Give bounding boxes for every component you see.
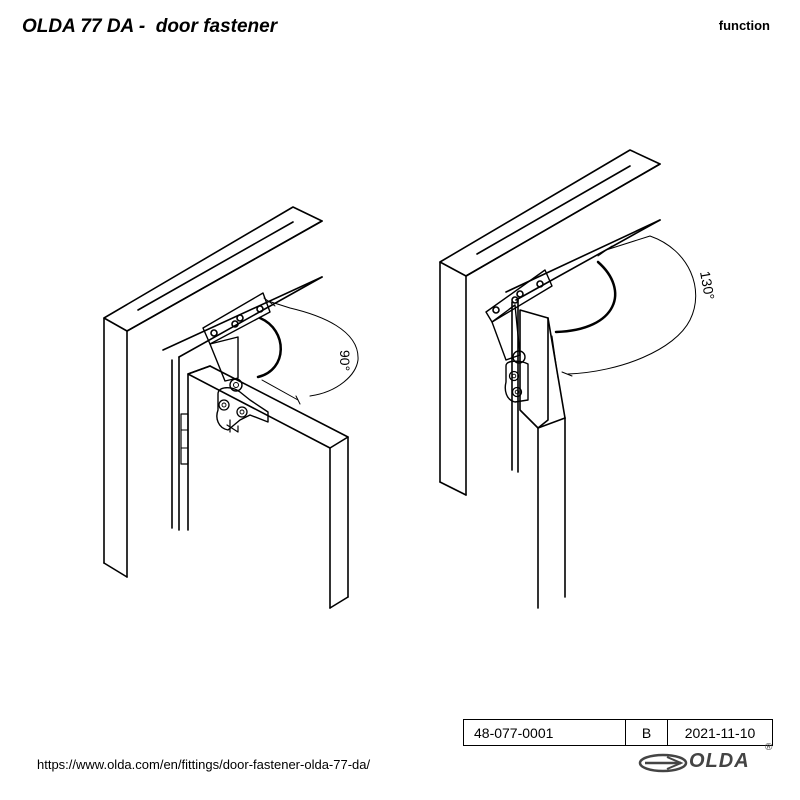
arm-right xyxy=(491,304,521,361)
door-90-figure xyxy=(103,206,359,609)
angle-arc-130 xyxy=(567,235,697,375)
arm-left xyxy=(209,336,239,382)
mount-plate-right xyxy=(485,269,553,323)
door-130-figure xyxy=(439,149,697,609)
page-title: OLDA 77 DA - door fastener xyxy=(22,16,278,37)
part-number: 48-077-0001 xyxy=(464,720,626,745)
door-leaf-left xyxy=(187,365,349,531)
angle-label-130: 130° xyxy=(697,270,718,301)
revision: B xyxy=(626,720,668,745)
section-label: function xyxy=(718,18,770,33)
angle-arc-90 xyxy=(267,300,359,397)
door-leaf-right xyxy=(519,309,549,429)
frame-right xyxy=(439,149,661,277)
fastener-body-right xyxy=(504,350,529,403)
angle-label-90: 90° xyxy=(337,350,353,371)
brand-name: OLDA xyxy=(689,750,750,772)
olda-logo-mark-icon xyxy=(638,753,688,773)
revision-date: 2021-11-10 xyxy=(684,724,756,741)
frame-left xyxy=(103,206,323,332)
title-block: 48-077-0001 B 2021-11-10 xyxy=(463,719,773,746)
product-url[interactable]: https://www.olda.com/en/fittings/door-fa… xyxy=(37,757,371,772)
registered-mark: ® xyxy=(765,742,773,753)
fastener-body-left xyxy=(216,378,269,433)
olda-logo: OLDA ® xyxy=(637,742,777,776)
mount-plate-left xyxy=(202,292,271,345)
